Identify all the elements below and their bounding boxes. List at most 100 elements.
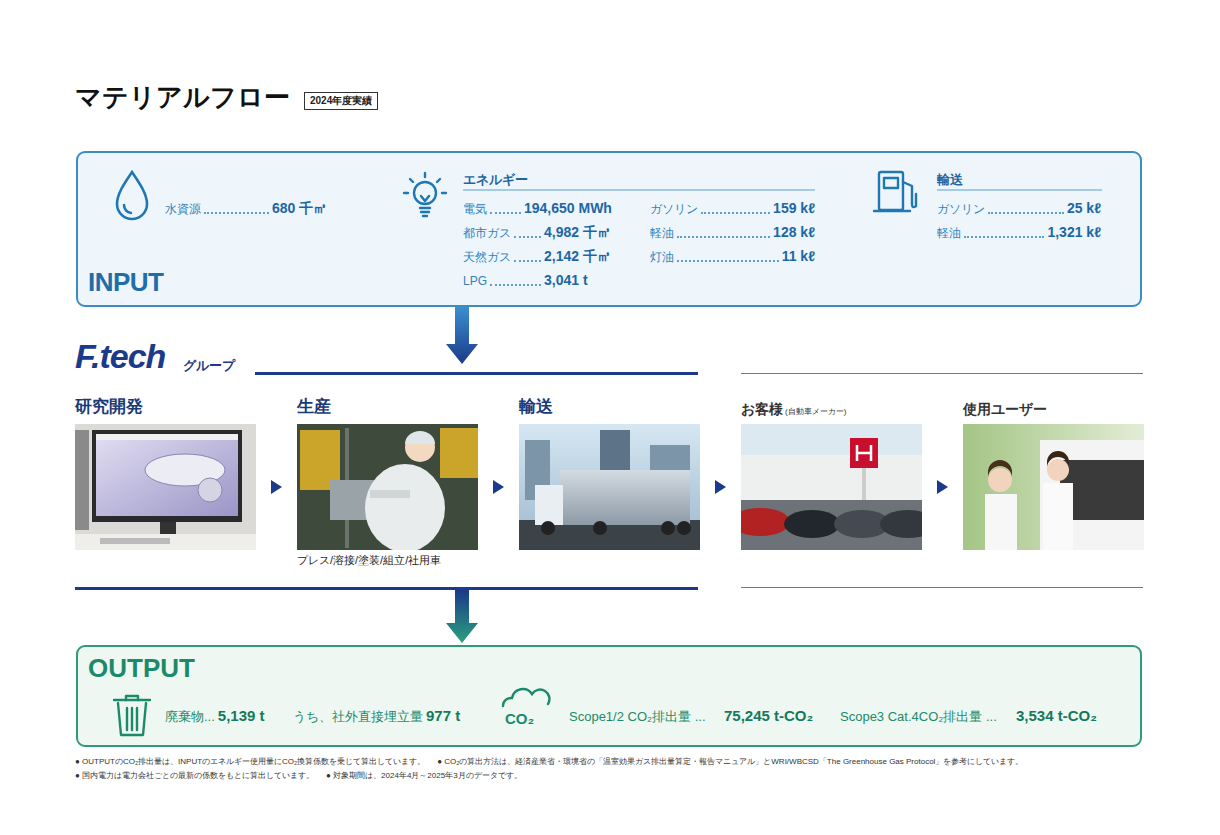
trash-icon <box>126 696 138 700</box>
photo-rnd <box>160 522 176 534</box>
dot-leader <box>514 260 541 262</box>
item-value: 4,982 千㎥ <box>544 223 611 241</box>
text-slot: 159 kℓ <box>773 199 815 217</box>
text-slot: うち、社外直接埋立量 <box>293 708 423 725</box>
connector <box>493 480 504 494</box>
input-panel: INPUT水資源680 千㎥エネルギー電気194,650 MWh都市ガス4,98… <box>76 151 1142 307</box>
item-name: 軽油 <box>650 225 674 241</box>
band-top-line <box>255 372 698 375</box>
lightbulb-icon <box>421 196 429 201</box>
lightbulb-icon <box>437 179 440 182</box>
photo-transport <box>677 521 691 535</box>
output-panel: OUTPUT廃棄物...5,139 tうち、社外直接埋立量977 tScope1… <box>76 645 1142 747</box>
photo-production <box>365 464 445 550</box>
panel-fill <box>76 151 1142 307</box>
photo-rnd <box>75 424 256 550</box>
photo-user <box>963 424 1144 550</box>
arrow-head <box>937 480 948 494</box>
text-slot: Scope3 Cat.4CO₂排出量 ... <box>840 708 997 725</box>
item-name: 軽油 <box>937 225 961 241</box>
text-slot: ガソリン <box>937 201 985 217</box>
lightbulb-icon <box>404 192 408 194</box>
photo-production <box>405 431 435 444</box>
process-step: 輸送 <box>519 395 700 571</box>
text-slot: 25 kℓ <box>1067 199 1101 217</box>
photo-rnd <box>75 424 256 550</box>
photo-user <box>1043 483 1073 550</box>
text-slot: 128 kℓ <box>773 223 815 241</box>
footnote-line: ● 国内電力は電力会社ごとの最新の係数をもとに算出しています。 ● 対象期間は、2… <box>75 767 1185 781</box>
lightbulb-icon <box>424 173 426 177</box>
process-step: 研究開発 <box>75 395 256 571</box>
dot-leader <box>514 236 541 238</box>
photo-customer <box>880 510 922 538</box>
lightbulb-icon <box>404 173 446 216</box>
text-slot: 5,139 t <box>218 706 265 725</box>
text-slot: 研究開発 <box>75 396 143 418</box>
text-slot: F.tech <box>75 337 165 375</box>
group-logo: F.tech <box>75 337 165 375</box>
lightbulb-icon <box>420 207 430 209</box>
fuel-pump-icon <box>874 172 916 211</box>
text-slot: 軽油 <box>650 225 674 241</box>
item-value: 680 千㎥ <box>272 199 327 217</box>
item-value: 5,139 t <box>218 706 265 725</box>
text-slot: 電気 <box>463 201 487 217</box>
photo-rnd <box>75 430 89 530</box>
dot-leader <box>701 212 770 214</box>
item-value: 3,534 t-CO₂ <box>1016 706 1097 725</box>
text-slot: エネルギー <box>463 171 528 188</box>
section-underline <box>463 189 815 190</box>
photo-transport <box>560 470 690 525</box>
text-slot: 使用ユーザー <box>963 400 1047 418</box>
item-value: 3,041 t <box>544 271 588 289</box>
photo-rnd <box>96 434 238 516</box>
page-title: マテリアルフロー <box>75 81 290 113</box>
text-slot: 天然ガス <box>463 249 511 265</box>
water-icon <box>124 205 131 213</box>
item-value: 1,321 kℓ <box>1047 223 1101 241</box>
trash-icon <box>114 696 150 735</box>
item-value: 25 kℓ <box>1067 199 1101 217</box>
photo-user <box>963 424 1144 550</box>
section-underline <box>463 189 1102 190</box>
trash-icon <box>118 703 146 735</box>
lightbulb-icon <box>410 179 413 182</box>
cloud-icon <box>503 689 549 706</box>
text-slot: グループ <box>183 358 235 374</box>
water-icon <box>117 172 147 219</box>
footnote: ● OUTPUTのCO₂排出量は、INPUTのエネルギー使用量にCO₂換算係数を… <box>75 757 425 766</box>
photo-rnd <box>92 430 242 522</box>
item-name: 灯油 <box>650 249 674 265</box>
trash-icon <box>131 708 133 730</box>
photo-production <box>297 424 478 550</box>
dot-leader <box>677 260 779 262</box>
item-value: 11 kℓ <box>782 247 815 265</box>
dot-leader <box>204 212 269 214</box>
cloud-icon <box>503 689 549 706</box>
fuel-pump-icon <box>903 182 916 207</box>
photo-transport <box>661 521 675 535</box>
item-name: LPG <box>463 273 487 289</box>
footnote-area: ● OUTPUTのCO₂排出量は、INPUTのエネルギー使用量にCO₂換算係数を… <box>75 753 1185 781</box>
footnote: ● CO₂の算出方法は、経済産業省・環境省の「温室効果ガス排出量算定・報告マニュ… <box>437 757 1023 766</box>
item-name: Scope1/2 CO₂排出量 ... <box>569 708 706 725</box>
text-slot: 軽油 <box>937 225 961 241</box>
customer-band-line <box>741 373 1143 374</box>
text-slot: CO₂ <box>505 710 534 728</box>
water-icon <box>117 172 147 219</box>
footnote: ● 対象期間は、2024年4月～2025年3月のデータです。 <box>326 771 522 780</box>
photo-user <box>1047 451 1069 468</box>
section-underline <box>937 189 1102 190</box>
photo-transport <box>519 424 700 550</box>
text-slot: 水資源 <box>165 201 201 217</box>
connector <box>446 590 478 643</box>
item-name: ガソリン <box>650 201 698 217</box>
footnote-line: ● OUTPUTのCO₂排出量は、INPUTのエネルギー使用量にCO₂換算係数を… <box>75 753 1185 767</box>
text-slot: 977 t <box>426 706 460 725</box>
customer-band-line <box>741 587 1143 588</box>
connector <box>446 307 478 364</box>
fuel-pump-icon <box>874 210 910 212</box>
footnote: ● 国内電力は電力会社ごとの最新の係数をもとに算出しています。 <box>75 771 314 780</box>
